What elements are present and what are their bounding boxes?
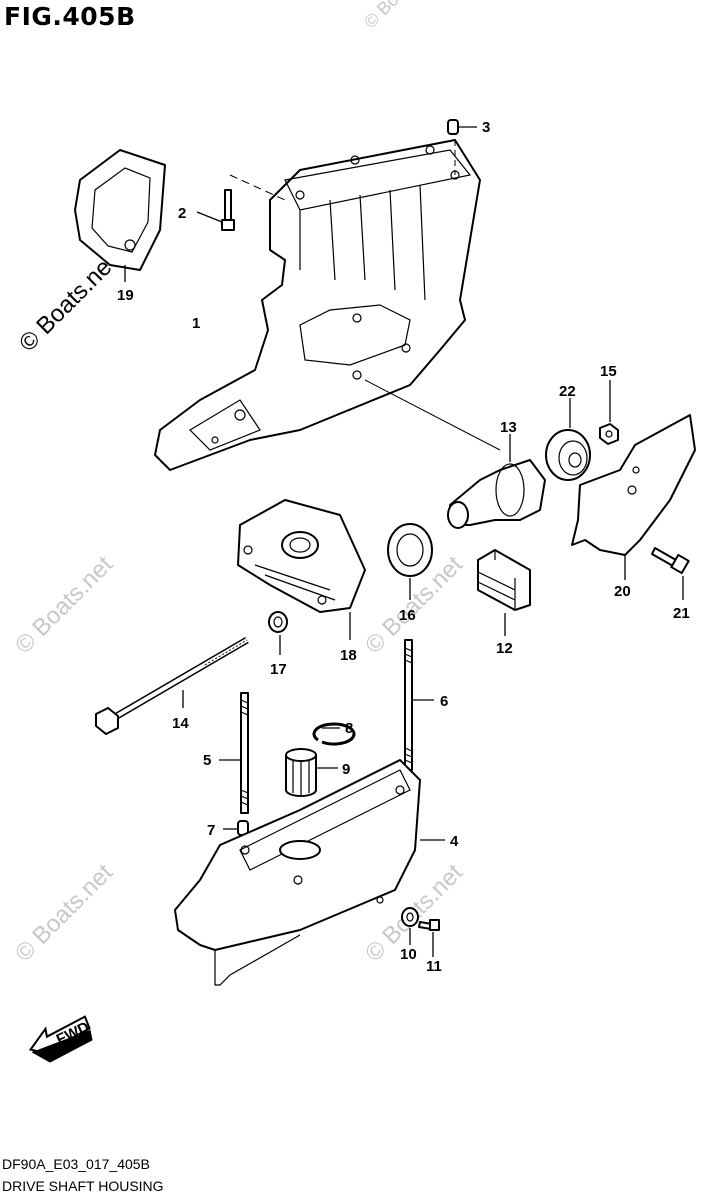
callout-2: 2 — [178, 205, 186, 222]
callout-6: 6 — [440, 693, 448, 710]
grommet-22 — [545, 398, 591, 481]
nut-15 — [599, 380, 619, 445]
callout-5: 5 — [203, 752, 211, 769]
bushing-9 — [285, 748, 338, 797]
callout-9: 9 — [342, 761, 350, 778]
callout-17: 17 — [270, 661, 287, 678]
callout-numbers: 1 2 3 4 5 6 7 8 9 10 11 12 13 14 15 16 1… — [117, 119, 690, 975]
bolt-21 — [651, 547, 690, 600]
washer-17 — [268, 611, 288, 655]
damper-blocks — [477, 549, 531, 636]
stud-5 — [219, 692, 249, 814]
callout-19: 19 — [117, 287, 134, 304]
callout-21: 21 — [673, 605, 690, 622]
rubber-mount — [447, 434, 546, 529]
fwd-arrow-icon: FWD — [28, 1015, 93, 1063]
long-bolt-14 — [95, 636, 249, 735]
mount-cover — [571, 414, 696, 580]
callout-12: 12 — [496, 640, 513, 657]
callout-16: 16 — [399, 607, 416, 624]
figure-title: FIG.405B — [4, 2, 136, 31]
callout-13: 13 — [500, 419, 517, 436]
drive-shaft-housing-upper — [154, 139, 481, 471]
exhaust-plate — [74, 149, 166, 282]
callout-4: 4 — [450, 833, 459, 850]
callout-11: 11 — [426, 958, 442, 975]
pin-7 — [223, 820, 249, 836]
drive-shaft-housing-lower — [174, 759, 445, 986]
seal-ring — [387, 523, 433, 600]
mount-bracket — [237, 499, 366, 640]
callout-15: 15 — [600, 363, 617, 380]
figure-name: DRIVE SHAFT HOUSING — [2, 1178, 164, 1194]
bolt-2 — [196, 189, 235, 231]
dowel-pin-3 — [447, 119, 477, 135]
circlip-8 — [312, 722, 356, 746]
callout-20: 20 — [614, 583, 631, 600]
callout-10: 10 — [400, 946, 417, 963]
callout-1: 1 — [192, 315, 200, 332]
callout-3: 3 — [482, 119, 490, 136]
callout-8: 8 — [345, 720, 353, 737]
stud-6 — [404, 639, 434, 771]
callout-7: 7 — [207, 822, 215, 839]
callout-14: 14 — [172, 715, 189, 732]
bolt-11 — [418, 919, 440, 957]
figure-code: DF90A_E03_017_405B — [2, 1156, 150, 1172]
callout-18: 18 — [340, 647, 357, 664]
washer-10 — [401, 907, 419, 945]
callout-22: 22 — [559, 383, 576, 400]
